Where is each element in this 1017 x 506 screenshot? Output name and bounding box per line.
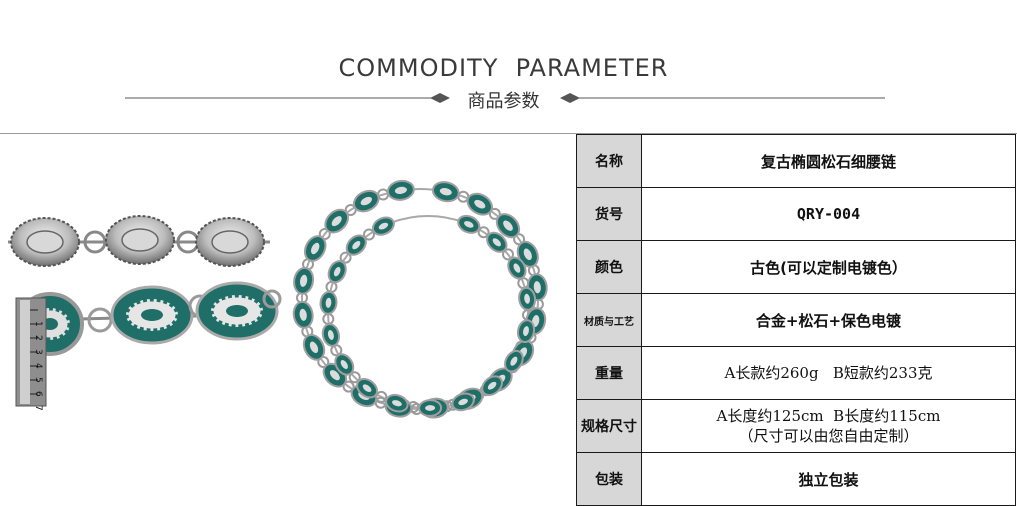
param-value: QRY-004 [641,187,1016,241]
measuring-ruler: 1 2 3 4 5 6 7 [15,297,47,411]
turquoise-concho [516,240,539,268]
turquoise-concho [495,213,521,239]
header-divider [125,93,885,103]
chain-ring [342,380,355,393]
concho-back-2 [105,215,175,265]
turquoise-concho [327,260,347,284]
chain-ring [488,207,501,220]
chain-ring [477,226,490,239]
turquoise-concho [457,214,481,234]
ruler-tick-3: 3 [33,349,43,355]
chain-ring [339,251,352,264]
param-label: 重量 [576,346,642,400]
param-label: 名称 [576,134,642,188]
section-divider [0,133,1017,134]
param-value-line1: A长度约125cm B长度约115cm [716,407,941,425]
concho-back-3 [195,217,265,267]
turquoise-concho [385,393,409,413]
turquoise-concho [451,392,475,412]
turquoise-concho [302,333,326,361]
param-label: 规格尺寸 [576,399,642,453]
turquoise-concho [319,290,338,315]
param-label: 货号 [576,187,642,241]
parameter-table: 名称 复古椭圆松石细腰链 货号 QRY-004 颜色 古色(可以定制电镀色） 材… [576,134,1016,506]
concho-front-2 [110,285,194,345]
param-label: 包装 [576,452,642,506]
concho-back-1 [10,217,80,267]
turquoise-concho [293,266,315,295]
param-value-line2: （尺寸可以由您自由定制） [738,427,919,445]
chain-ring [363,228,375,241]
title-english: COMMODITY PARAMETER [338,54,669,82]
param-label: 颜色 [576,240,642,294]
table-row: 颜色 古色(可以定制电镀色） [576,240,1016,294]
table-row: 名称 复古椭圆松石细腰链 [576,134,1016,188]
param-value: 古色(可以定制电镀色） [641,240,1016,294]
turquoise-concho [292,300,314,329]
table-row: 包装 独立包装 [576,452,1016,506]
turquoise-concho [518,286,537,311]
ruler-tick-2: 2 [33,335,43,341]
table-row: 材质与工艺 合金+松石+保色电镀 [576,293,1016,347]
turquoise-concho [504,349,524,373]
turquoise-concho [386,179,415,201]
title-chinese: 商品参数 [467,91,540,112]
turquoise-concho [486,231,508,253]
turquoise-concho [356,378,379,399]
param-label: 材质与工艺 [576,293,642,347]
turquoise-concho [303,235,327,262]
turquoise-concho [371,216,395,236]
param-value: 独立包装 [641,452,1016,506]
chain-ring [344,204,357,216]
turquoise-concho [507,256,527,280]
diamond-ornament-left [430,93,450,103]
belt-back-closeup [8,215,270,267]
param-value: 合金+松石+保色电镀 [641,293,1016,347]
param-value: A长度约125cm B长度约115cm （尺寸可以由您自由定制） [641,399,1016,453]
param-value: 复古椭圆松石细腰链 [641,134,1016,188]
param-value: A长款约260g B短款约233克 [641,346,1016,400]
ruler-tick-1: 1 [33,321,43,327]
product-photos: 1 2 3 4 5 6 7 [8,179,548,419]
turquoise-concho [516,319,536,343]
turquoise-concho [321,323,341,347]
table-row: 规格尺寸 A长度约125cm B长度约115cm （尺寸可以由您自由定制） [576,399,1016,453]
turquoise-concho [431,181,460,203]
turquoise-concho [334,353,355,376]
ruler-tick-5: 5 [33,377,43,383]
chain-ring [502,248,514,261]
turquoise-concho [418,399,443,417]
ruler-tick-7: 7 [33,405,43,411]
diamond-ornament-right [560,93,580,103]
chain-ring [348,371,361,384]
belt-full-view [292,179,548,419]
concho-front-3 [195,281,279,341]
ruler-tick-4: 4 [33,363,43,369]
turquoise-concho [345,234,367,256]
inner-chain-conchos [319,214,537,417]
table-row: 重量 A长款约260g B短款约233克 [576,346,1016,400]
ruler-tick-6: 6 [33,391,43,397]
turquoise-concho [466,192,493,216]
table-row: 货号 QRY-004 [576,187,1016,241]
belt-front-closeup [16,281,282,356]
turquoise-concho [324,208,350,234]
turquoise-concho [481,375,503,397]
turquoise-concho [352,189,380,213]
